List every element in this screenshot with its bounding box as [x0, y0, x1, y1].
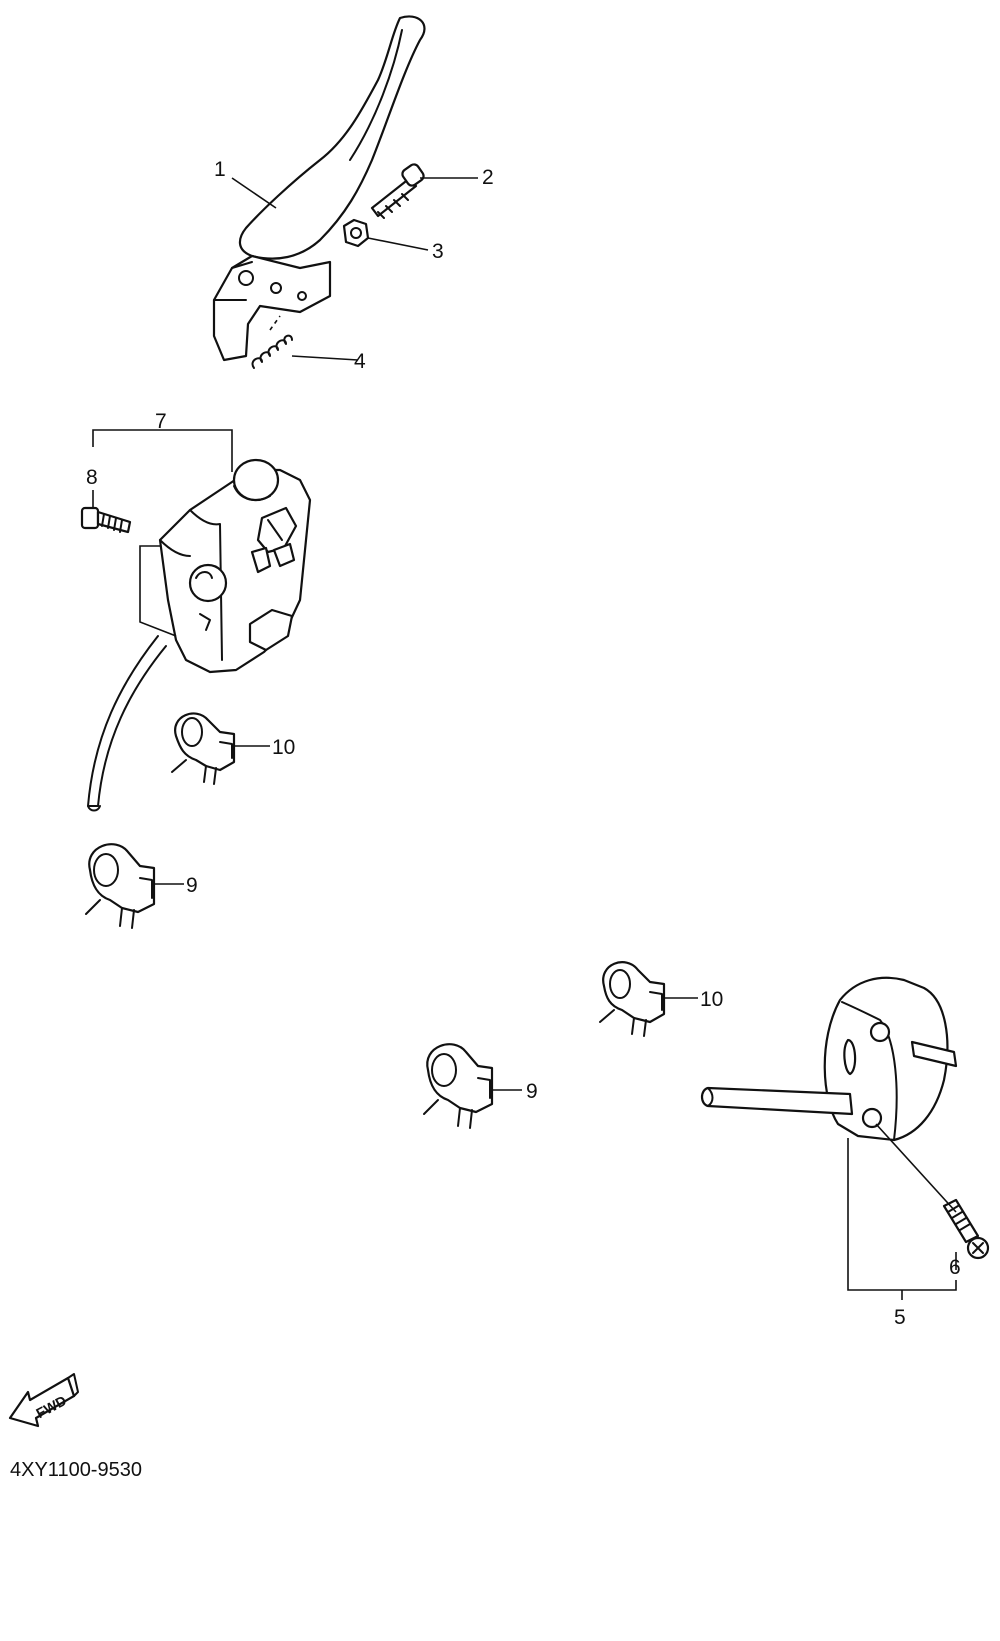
cable-clamp-center	[423, 1043, 494, 1129]
callout-4: 4	[354, 350, 366, 373]
callout-10-upper: 10	[272, 736, 295, 759]
left-switch-screw	[80, 506, 132, 534]
callout-9-left: 9	[186, 874, 198, 897]
lever-spring	[251, 315, 293, 369]
cable-clamp-small-right	[599, 961, 666, 1037]
callout-10-right: 10	[700, 988, 723, 1011]
lever-bolt	[370, 163, 425, 219]
callout-3: 3	[432, 240, 444, 263]
callout-6: 6	[949, 1256, 961, 1279]
callout-7: 7	[155, 410, 167, 433]
lever	[212, 15, 426, 362]
callout-1: 1	[214, 158, 226, 181]
callout-9-center: 9	[526, 1080, 538, 1103]
forward-arrow: FWD	[8, 1373, 79, 1428]
right-switch-screw	[942, 1198, 990, 1260]
left-switch-assembly	[87, 458, 312, 812]
right-switch-assembly	[700, 976, 958, 1142]
cable-clamp-small-left	[171, 712, 236, 785]
cable-clamp-left	[85, 843, 156, 929]
callout-5: 5	[894, 1306, 906, 1329]
callout-2: 2	[482, 166, 494, 189]
leader-lines	[92, 177, 957, 1300]
callout-8: 8	[86, 466, 98, 489]
drawing-code: 4XY1100-9530	[10, 1459, 142, 1481]
lever-nut	[342, 218, 370, 248]
